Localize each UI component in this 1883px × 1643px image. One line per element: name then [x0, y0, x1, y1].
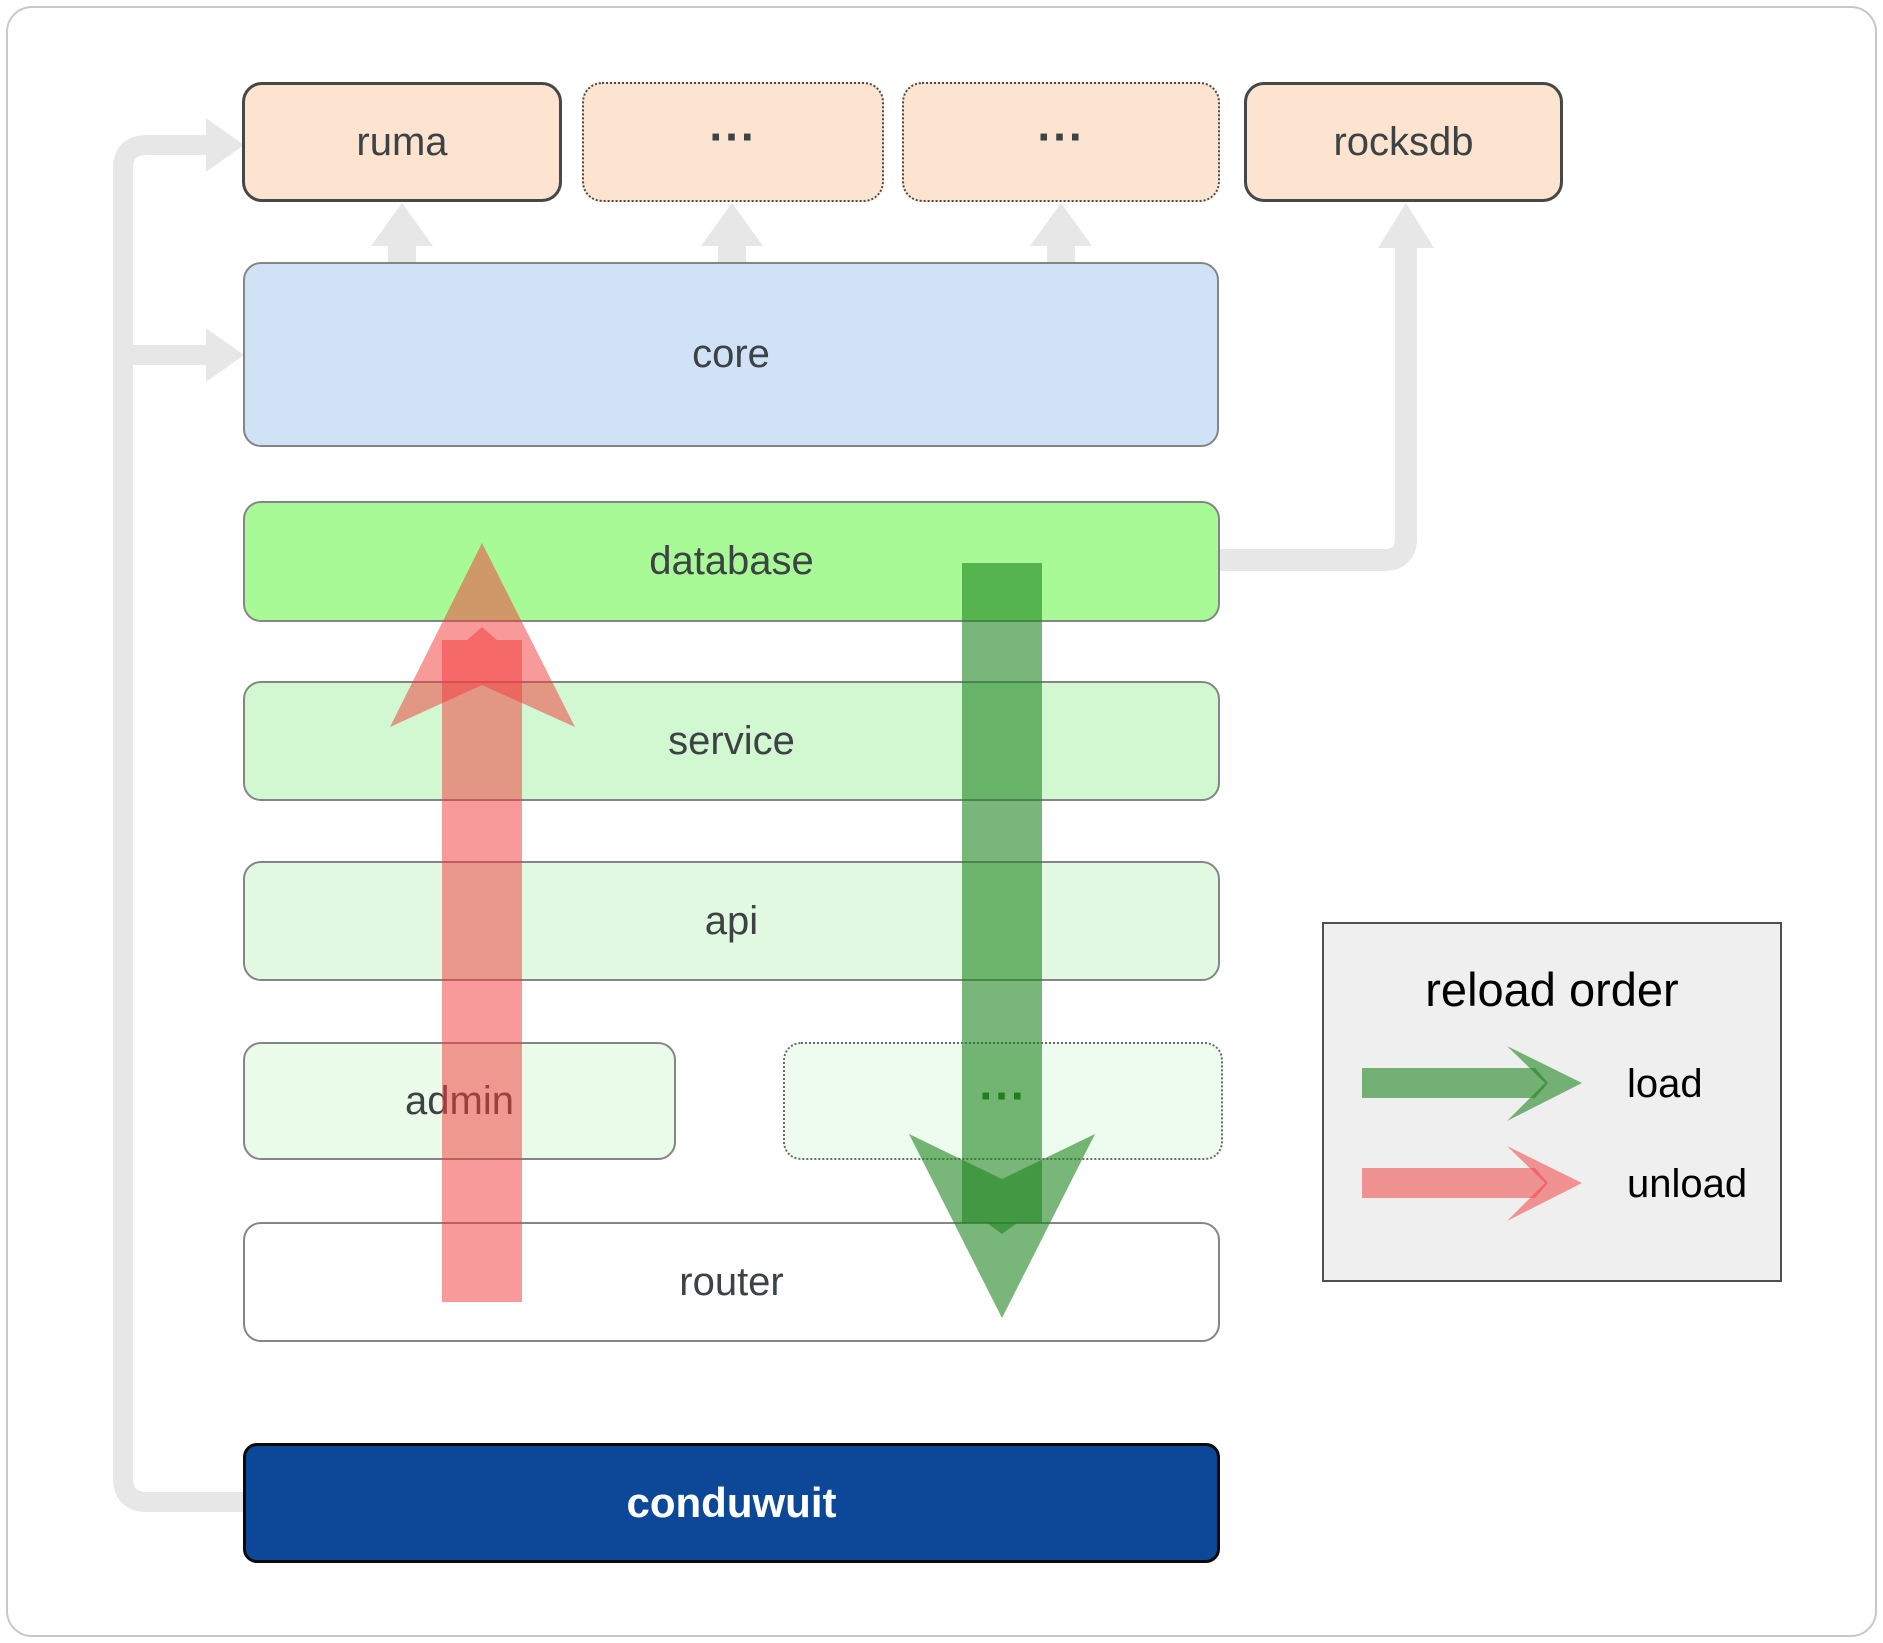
node-service: service — [243, 681, 1220, 801]
ellipsis-label: ... — [709, 98, 757, 151]
node-other-dependency-1: ... — [582, 82, 884, 202]
node-rocksdb: rocksdb — [1244, 82, 1563, 202]
node-ruma-label: ruma — [356, 119, 448, 164]
node-api: api — [243, 861, 1220, 981]
conduwuit-to-ruma-connector — [113, 135, 243, 1512]
core-to-deps1-arrowhead — [701, 203, 763, 246]
node-other-services: ... — [783, 1042, 1223, 1160]
legend-unload-label: unload — [1627, 1161, 1748, 1206]
legend-title: reload order — [1425, 963, 1679, 1016]
node-service-label: service — [668, 718, 795, 763]
node-api-label: api — [704, 898, 759, 943]
node-router: router — [243, 1222, 1220, 1342]
arrowhead-into-ruma — [206, 118, 244, 172]
core-to-ruma-arrow-shaft — [388, 244, 416, 263]
legend-row-unload: unload — [1324, 1144, 1780, 1224]
node-admin: admin — [243, 1042, 676, 1160]
node-ruma: ruma — [242, 82, 562, 202]
core-to-deps2-arrowhead — [1030, 203, 1092, 246]
node-other-dependency-2: ... — [902, 82, 1220, 202]
legend: reload order load unload — [1322, 922, 1782, 1282]
legend-load-label: load — [1627, 1061, 1703, 1106]
core-to-deps1-arrow-shaft — [718, 244, 746, 263]
core-to-deps2-arrow-shaft — [1047, 244, 1075, 263]
node-database: database — [243, 501, 1220, 622]
ellipsis-label: ... — [1037, 98, 1085, 151]
unload-arrow-icon — [1362, 1146, 1582, 1221]
node-router-label: router — [679, 1259, 784, 1304]
arrowhead-into-rocksdb — [1378, 203, 1434, 248]
node-conduwuit: conduwuit — [243, 1443, 1220, 1563]
node-conduwuit-label: conduwuit — [626, 1479, 837, 1526]
core-to-ruma-arrowhead — [371, 203, 433, 246]
node-core-label: core — [692, 332, 770, 376]
diagram-outer-frame — [6, 6, 1877, 1637]
node-core: core — [243, 262, 1219, 447]
node-rocksdb-label: rocksdb — [1333, 119, 1474, 164]
node-admin-label: admin — [405, 1078, 514, 1123]
legend-row-load: load — [1324, 1044, 1780, 1124]
arrowhead-into-core — [206, 328, 244, 382]
node-database-label: database — [649, 539, 814, 583]
load-arrow-icon — [1362, 1046, 1582, 1121]
database-to-rocksdb-connector — [1220, 246, 1417, 571]
ellipsis-label: ... — [979, 1057, 1027, 1110]
